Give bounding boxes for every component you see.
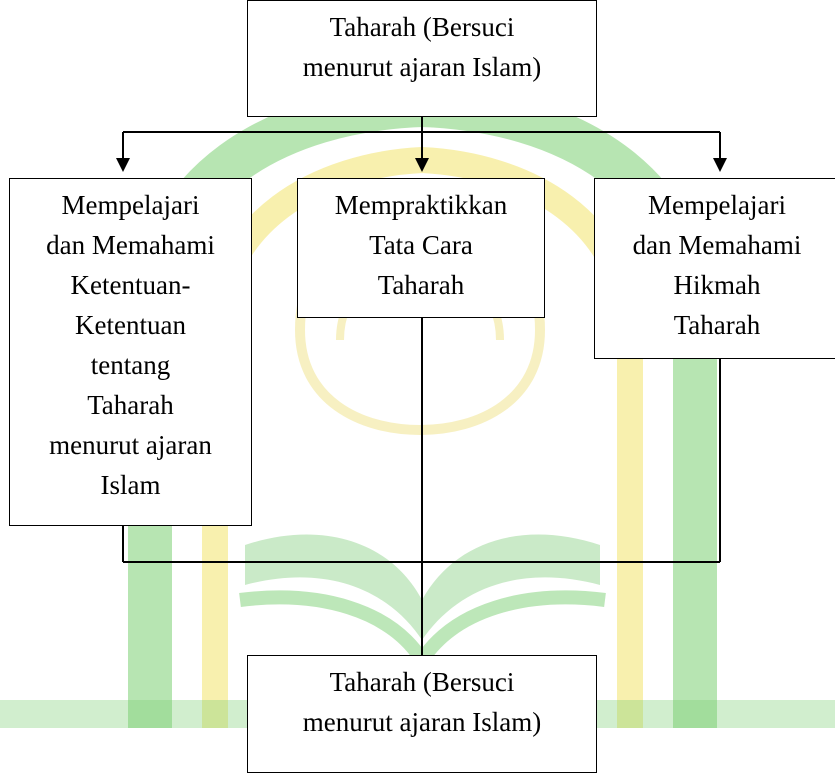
node-middle-line: Mempraktikkan [334,190,508,220]
node-middle-text: Mempraktikkan Tata Cara Taharah [335,179,507,305]
node-top: Taharah (Bersuci menurut ajaran Islam) [247,0,597,117]
node-bottom-line: Taharah (Bersuci [329,667,515,697]
node-right-line: Hikmah [673,270,761,300]
node-right-text: Mempelajari dan Memahami Hikmah Taharah [633,179,802,345]
node-left-line: menurut ajaran [49,430,212,460]
node-right-line: Mempelajari [648,190,786,220]
arrowhead-middle [415,158,429,172]
connector-lines [116,117,727,655]
node-left-text: Mempelajari dan Memahami Ketentuan- Kete… [46,179,215,505]
node-left-line: Ketentuan- [70,270,191,300]
watermark-book [245,534,600,640]
node-left-line: Mempelajari [61,190,200,220]
node-middle-line: Taharah [377,270,465,300]
node-middle: Mempraktikkan Tata Cara Taharah [297,178,545,318]
node-top-line: Taharah (Bersuci [329,12,515,42]
node-left-line: dan Memahami [46,230,215,260]
node-left-line: Taharah [87,390,174,420]
node-top-text: Taharah (Bersuci menurut ajaran Islam) [303,1,541,87]
node-right-line: Taharah [673,310,761,340]
node-bottom-line: menurut ajaran Islam) [302,707,542,737]
node-right-line: dan Memahami [632,230,802,260]
node-bottom-text: Taharah (Bersuci menurut ajaran Islam) [303,656,541,742]
node-right: Mempelajari dan Memahami Hikmah Taharah [594,178,835,359]
node-bottom: Taharah (Bersuci menurut ajaran Islam) [247,655,597,773]
node-left-line: tentang [90,350,171,380]
arrowhead-right [713,158,727,172]
node-middle-line: Tata Cara [369,230,473,260]
arrowhead-left [116,158,130,172]
node-left: Mempelajari dan Memahami Ketentuan- Kete… [9,178,252,526]
node-top-line: menurut ajaran Islam) [302,52,542,82]
node-left-line: Ketentuan [75,310,186,340]
node-left-line: Islam [100,470,161,500]
